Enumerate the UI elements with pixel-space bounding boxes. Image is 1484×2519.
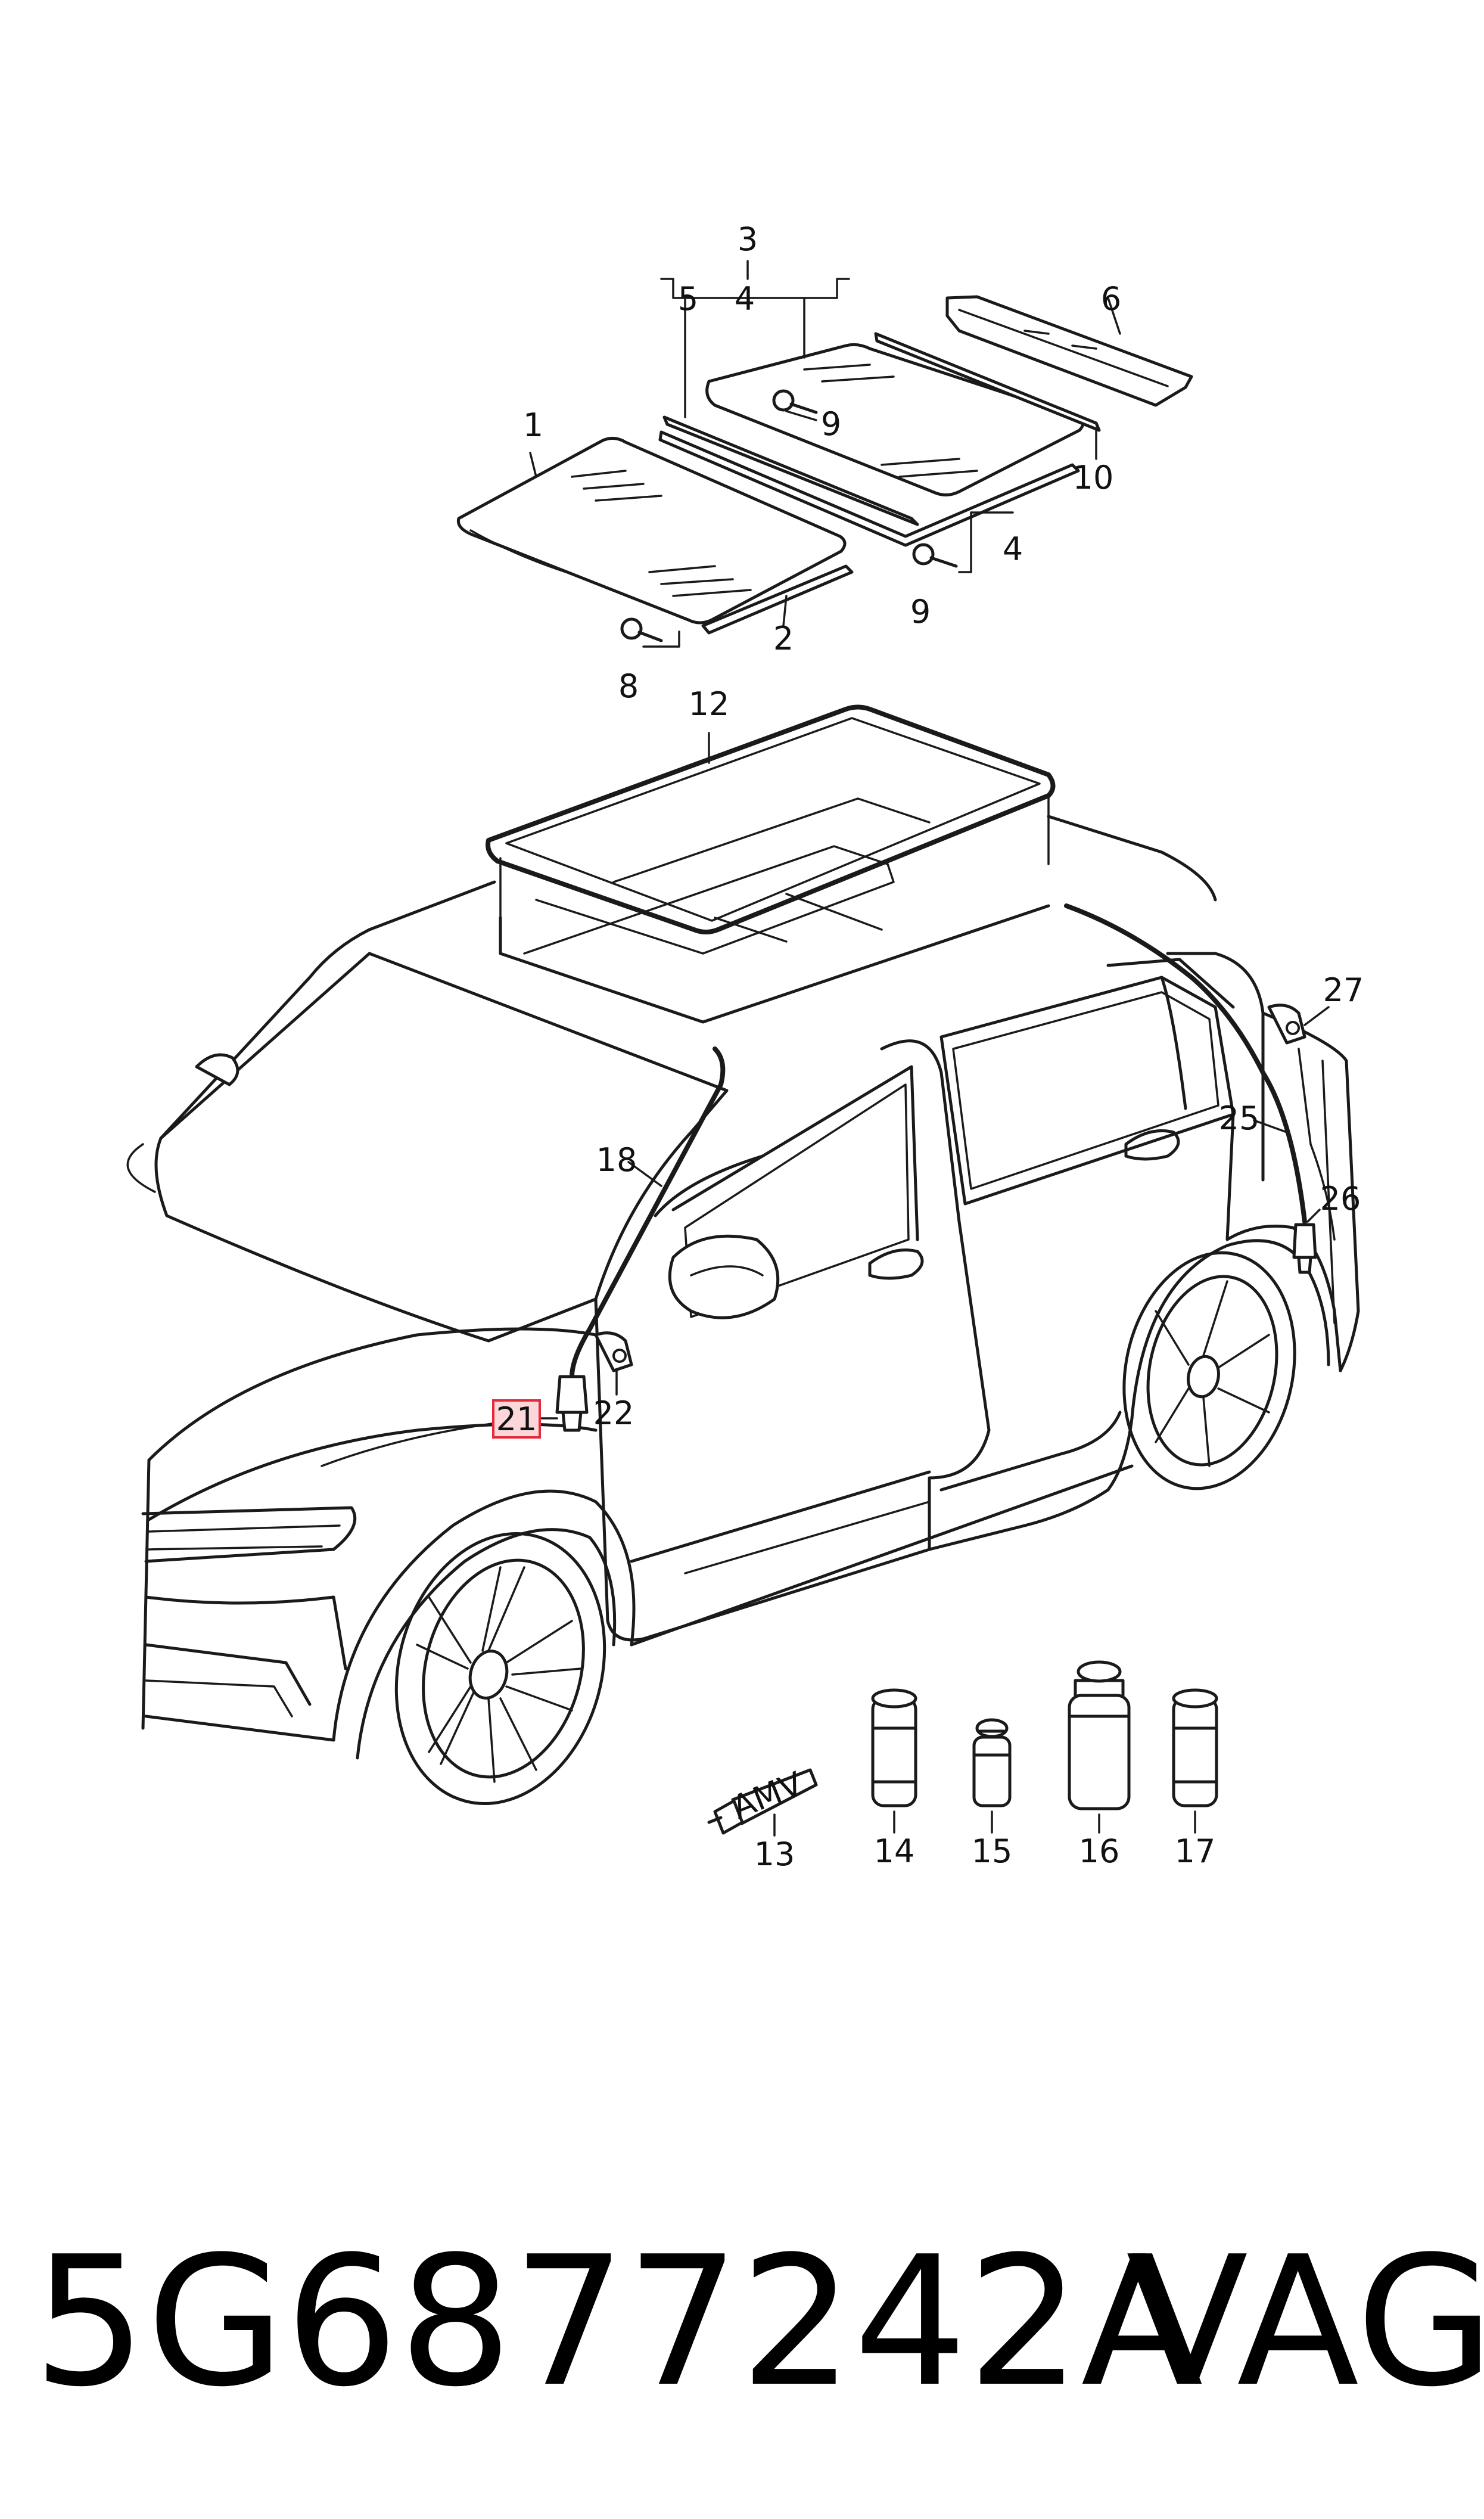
bottle-14 [871,1688,917,1807]
callout-15: 15 [972,1832,1013,1870]
bottle-16 [1068,1660,1131,1810]
screw-9-lower [912,543,958,568]
callout-18: 18 [596,1141,637,1179]
callout-21: 21 [496,1400,537,1438]
callout-9-upper: 9 [821,405,841,443]
frame-seal-4-upper [658,415,1080,547]
part-number: 5G6877242A [33,2218,1204,2426]
deflector-bracket-6 [945,295,1193,407]
callout-1: 1 [523,406,543,444]
valve-26 [1292,1223,1317,1274]
valve-21 [555,1375,589,1432]
front-wheel [394,1532,606,1805]
callout-16: 16 [1079,1832,1120,1870]
callout-4-upper: 4 [735,280,755,318]
callout-labels: 3 5 4 6 9 1 10 4 9 2 8 12 27 25 18 26 21… [496,220,1364,1873]
bottle-17 [1172,1688,1218,1807]
callout-25: 25 [1219,1099,1260,1137]
callout-9-lower: 9 [910,593,931,630]
callout-17: 17 [1175,1832,1216,1870]
roof-frame-12 [486,704,1056,934]
callout-4-lower: 4 [1003,530,1023,568]
clip-22 [594,1331,633,1372]
drain-hose-25 [1064,903,1307,1224]
leader-lines-top [529,260,1121,648]
leader-lines-car [538,732,1330,1420]
sunroof-glass-panel [456,437,847,625]
rear-glass-panel [705,343,1085,496]
adhesive-tube-13 [707,1768,818,1835]
callout-26: 26 [1320,1180,1361,1217]
seal-strip-10 [874,332,1101,432]
callout-22: 22 [593,1394,634,1432]
callout-2: 2 [773,620,794,657]
callout-6: 6 [1101,280,1121,318]
callout-3: 3 [738,220,758,258]
seal-strip-2 [701,564,854,635]
bottle-15 [972,1718,1012,1807]
callout-14: 14 [874,1832,915,1870]
screw-8 [620,617,663,642]
screw-9-upper [772,389,818,414]
callout-5: 5 [678,280,698,318]
callout-12: 12 [689,685,730,723]
side-mirror [668,1234,780,1319]
tube-brand-label: AMV [727,1765,807,1827]
callout-8: 8 [618,667,639,705]
leader-lines-items [773,1810,1196,1837]
rear-wheel [1122,1251,1296,1490]
drain-hose-18 [570,1046,726,1379]
callout-27: 27 [1323,971,1364,1009]
callout-13: 13 [754,1835,795,1873]
callout-10: 10 [1073,459,1114,496]
car-body [126,815,1360,1805]
brand-name: VAG [1126,2218,1484,2426]
highlight-box-21 [492,1399,541,1439]
clip-27 [1267,1004,1306,1045]
